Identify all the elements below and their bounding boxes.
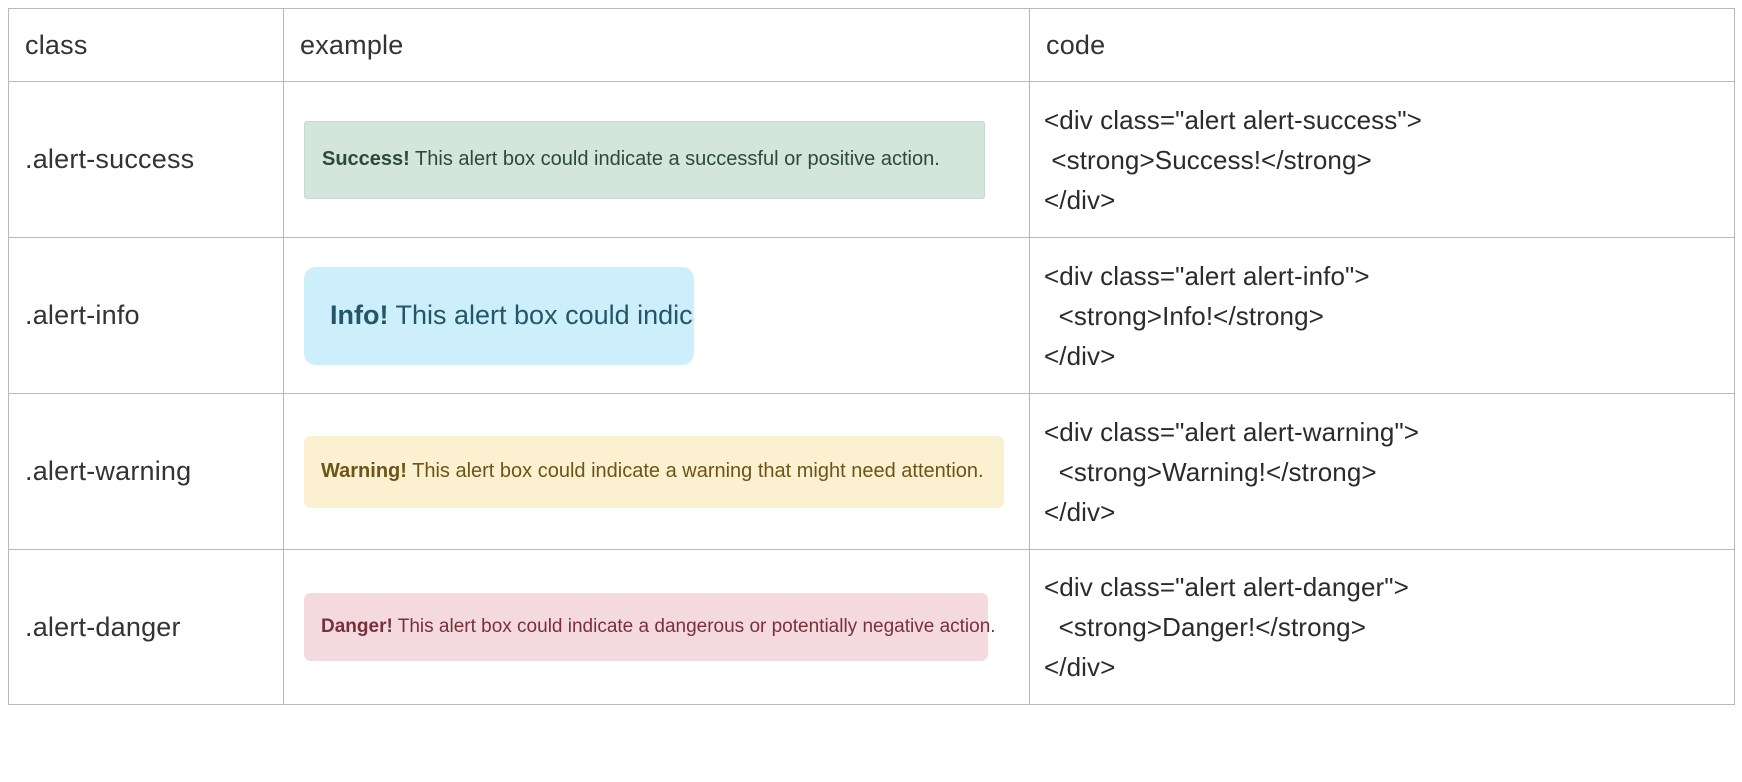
class-name-label: .alert-warning: [25, 456, 192, 486]
code-cell: <div class="alert alert-success"> <stron…: [1029, 81, 1735, 238]
column-header-code: code: [1046, 29, 1106, 60]
table-row: .alert-warning Warning! This alert box c…: [8, 393, 1735, 550]
table-row: .alert-danger Danger! This alert box cou…: [8, 549, 1735, 705]
header-cell-example: example: [283, 8, 1030, 82]
alert-message-danger: This alert box could indicate a dangerou…: [392, 616, 996, 637]
example-cell-inner: Success! This alert box could indicate a…: [285, 83, 1029, 237]
code-snippet-warning: <div class="alert alert-warning"> <stron…: [1044, 416, 1420, 527]
class-cell: .alert-danger: [8, 549, 284, 705]
alert-message-success: This alert box could indicate a successf…: [409, 148, 940, 170]
alert-text-warning: Warning! This alert box could indicate a…: [321, 460, 984, 483]
code-snippet-info: <div class="alert alert-info"> <strong>I…: [1044, 260, 1370, 371]
table-header-row: class example code: [8, 8, 1735, 82]
example-cell-inner: Warning! This alert box could indicate a…: [285, 395, 1029, 549]
class-name-label: .alert-success: [25, 144, 195, 174]
alert-text-info: Info! This alert box could indicate a ne…: [330, 300, 694, 331]
alert-strong-warning: Warning!: [321, 460, 407, 482]
example-cell: Success! This alert box could indicate a…: [283, 81, 1030, 238]
code-snippet-success: <div class="alert alert-success"> <stron…: [1044, 104, 1422, 215]
class-name-label: .alert-info: [25, 300, 140, 330]
column-header-example: example: [300, 29, 404, 60]
column-header-class: class: [25, 29, 88, 60]
class-cell: .alert-success: [8, 81, 284, 238]
code-snippet-danger: <div class="alert alert-danger"> <strong…: [1044, 572, 1409, 682]
code-cell: <div class="alert alert-danger"> <strong…: [1029, 549, 1735, 705]
alert-box-danger: Danger! This alert box could indicate a …: [304, 593, 996, 661]
alert-box-success: Success! This alert box could indicate a…: [304, 120, 985, 199]
example-cell: Info! This alert box could indicate a ne…: [283, 237, 1030, 394]
table-row: .alert-info Info! This alert box could i…: [8, 237, 1735, 394]
alert-classes-table: class example code .alert-success Succes…: [8, 8, 1735, 705]
alert-box-warning: Warning! This alert box could indicate a…: [304, 435, 1004, 508]
header-cell-class: class: [8, 8, 284, 82]
class-cell: .alert-warning: [8, 393, 284, 550]
alert-text-danger: Danger! This alert box could indicate a …: [321, 616, 996, 638]
example-cell: Warning! This alert box could indicate a…: [283, 393, 1030, 550]
example-cell-inner: Danger! This alert box could indicate a …: [285, 551, 1029, 704]
alert-message-warning: This alert box could indicate a warning …: [406, 460, 984, 482]
header-cell-code: code: [1029, 8, 1735, 82]
code-cell: <div class="alert alert-warning"> <stron…: [1029, 393, 1735, 550]
class-cell: .alert-info: [8, 237, 284, 394]
alert-message-info: This alert box could indicate a neutral …: [395, 300, 694, 330]
alert-strong-success: Success!: [322, 148, 410, 170]
table-row: .alert-success Success! This alert box c…: [8, 81, 1735, 238]
alert-text-success: Success! This alert box could indicate a…: [322, 148, 940, 171]
class-name-label: .alert-danger: [25, 611, 181, 642]
alert-box-info: Info! This alert box could indicate a ne…: [304, 266, 694, 365]
example-cell-inner: Info! This alert box could indicate a ne…: [285, 239, 1029, 393]
alert-strong-danger: Danger!: [321, 616, 393, 637]
code-cell: <div class="alert alert-info"> <strong>I…: [1029, 237, 1735, 394]
alert-strong-info: Info!: [330, 300, 389, 330]
example-cell: Danger! This alert box could indicate a …: [283, 549, 1030, 705]
